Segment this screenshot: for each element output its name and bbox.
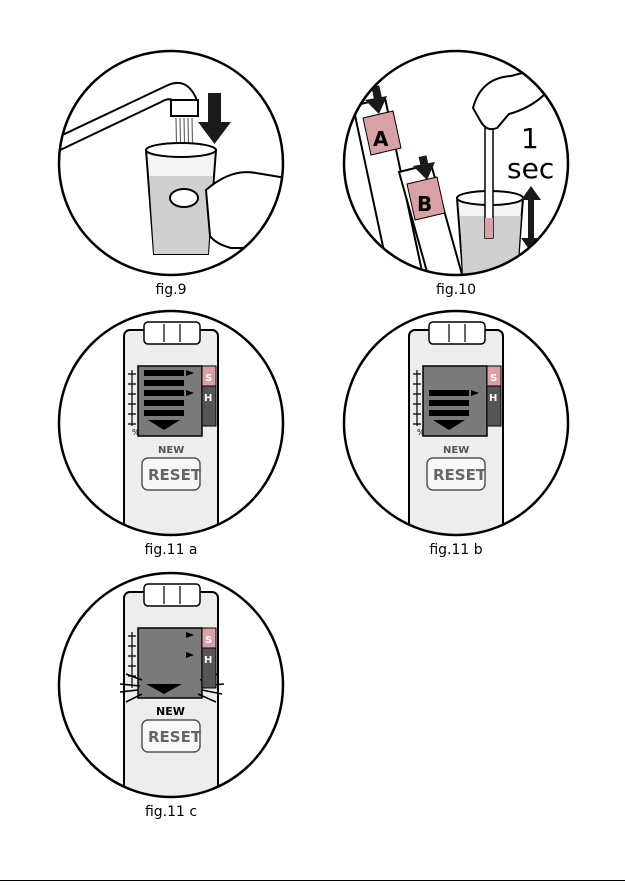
up-down-arrow-icon [521,186,541,252]
level-bar [144,400,184,406]
indicator-device-full: % S H NEW RESET [56,308,286,538]
down-arrow-icon [198,93,231,144]
bottom-rule [0,880,625,881]
hard-label: H [489,393,497,404]
strip-b-label: B [417,192,432,216]
reset-label: RESET [148,728,202,746]
soft-label: S [205,373,212,384]
new-label: NEW [443,445,469,456]
figure-11c: S H NEW RESET [56,570,286,800]
time-number: 1 [521,122,539,155]
new-label: NEW [158,445,184,456]
indicator-device-empty: S H NEW RESET [56,570,286,800]
caption-fig9: fig.9 [71,282,271,298]
reset-label: RESET [148,466,202,484]
reset-label: RESET [433,466,487,484]
level-bar [429,390,469,396]
level-bar [429,410,469,416]
caption-fig11b: fig.11 b [356,542,556,558]
new-label: NEW [156,705,185,718]
hard-label: H [204,393,212,404]
test-strip-illustration: A B 1 sec [341,48,571,278]
caption-fig11c: fig.11 c [71,804,271,820]
strip-a-label: A [373,127,389,151]
soft-label: S [205,635,212,646]
soft-label: S [490,373,497,384]
level-bar [144,410,184,416]
level-bar [144,370,184,376]
caption-fig11a: fig.11 a [71,542,271,558]
level-bar [144,380,184,386]
figure-11b: % S H NEW RESET [341,308,571,538]
tap-glass-illustration [56,48,286,278]
hard-label: H [204,655,212,666]
figure-11a: % S H NEW RESET [56,308,286,538]
level-bar [144,390,184,396]
figure-9 [56,48,286,278]
caption-fig10: fig.10 [356,282,556,298]
indicator-device-partial: % S H NEW RESET [341,308,571,538]
level-bar [429,400,469,406]
figure-10: A B 1 sec [341,48,571,278]
time-unit: sec [507,152,554,185]
